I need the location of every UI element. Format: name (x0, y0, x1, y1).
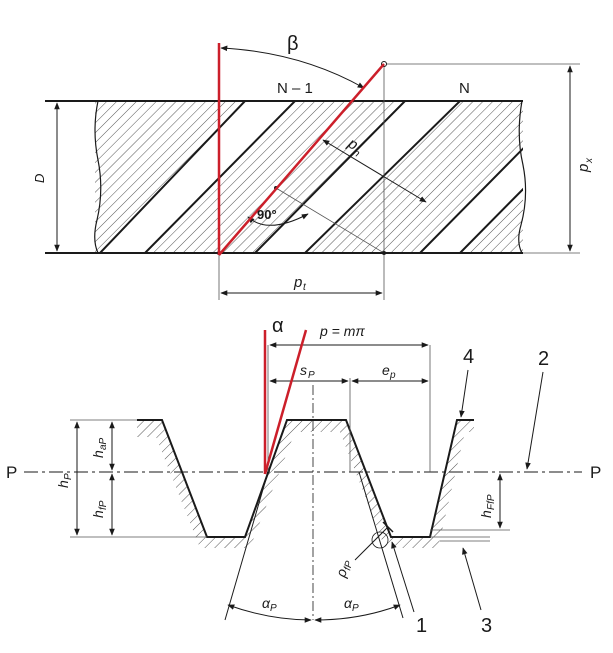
hfp-label-main: h (90, 510, 106, 518)
n-label: N (459, 80, 470, 97)
callout-2: 2 (538, 348, 549, 370)
alpha-right-label-sub: P (352, 603, 359, 614)
callout-3: 3 (481, 615, 492, 637)
pt-label-sub: t (303, 282, 307, 293)
px-label-sub: x (584, 157, 595, 164)
hap-label-sub: aP (98, 437, 109, 450)
hp-label-sub: P (63, 473, 74, 480)
n-minus-1-label: N – 1 (277, 80, 313, 97)
alpha-label: α (272, 315, 284, 337)
px-label-main: p (575, 164, 592, 173)
ep-label-sub: p (389, 370, 396, 381)
hp-label: h P (55, 473, 74, 488)
alpha-left-label-sub: P (270, 603, 277, 614)
rho-label: ρ fP (332, 560, 355, 580)
hp-label-main: h (55, 480, 71, 488)
rho-label-main: ρ (332, 567, 350, 580)
hffp-label-main: h (478, 510, 494, 518)
p-left-label: P (6, 463, 17, 482)
callout-4: 4 (463, 346, 474, 368)
px-label: p x (575, 157, 595, 173)
pt-label: p t (293, 274, 307, 293)
p-right-label: P (590, 463, 601, 482)
pn-label-sub: n (351, 147, 362, 160)
callout-1: 1 (416, 615, 427, 637)
sp-label-main: s (300, 362, 307, 378)
helix-bands (95, 101, 523, 253)
hffp-label-sub: FfP (486, 494, 497, 510)
hfp-label-sub: fP (98, 500, 109, 510)
alpha-right-label: α P (344, 595, 359, 614)
alpha-left-label-main: α (262, 595, 271, 611)
ep-label-main: e (382, 362, 390, 378)
rho-label-sub: fP (342, 560, 355, 572)
hffp-label: h FfP (478, 494, 497, 518)
helix-section-figure: β N – 1 N D p n p x p t 90° (32, 33, 595, 300)
hap-label: h aP (90, 437, 109, 458)
pt-label-main: p (293, 274, 302, 291)
hap-label-main: h (90, 450, 106, 458)
beta-label: β (287, 33, 299, 55)
rack-profile-figure: α p = mπ s P e p P P h aP h P h fP h FfP… (6, 315, 601, 637)
d-label: D (32, 174, 47, 183)
pitch-label: p = mπ (319, 323, 365, 339)
sp-label-sub: P (308, 370, 315, 381)
angle-90-label: 90° (257, 207, 277, 222)
sp-label: s P (300, 362, 315, 381)
alpha-left-label: α P (262, 595, 277, 614)
hfp-label: h fP (90, 500, 109, 518)
alpha-right-label-main: α (344, 595, 353, 611)
ep-label: e p (382, 362, 396, 381)
